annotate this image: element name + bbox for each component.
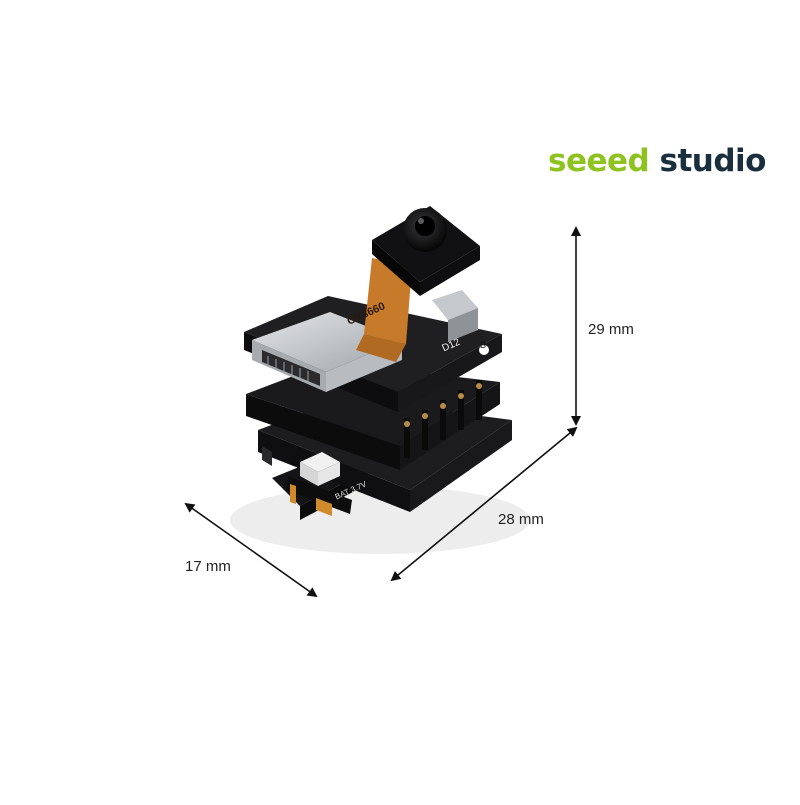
length-dimension-label: 28 mm (498, 511, 544, 528)
width-dimension-arrow (184, 502, 318, 598)
logo-word-studio: studio (649, 143, 767, 179)
top-module (244, 290, 502, 412)
pin-label-b: B (480, 340, 487, 350)
logo-word-seeed: seeed (548, 143, 650, 179)
seeed-studio-logo: seeed studio (548, 146, 766, 177)
battery-connector (300, 452, 340, 472)
length-dimension-arrow (390, 426, 578, 582)
camera-module (372, 206, 480, 296)
height-dimension-label: 29 mm (588, 321, 634, 338)
camera-flex-cable (364, 258, 412, 344)
width-dimension-label: 17 mm (185, 558, 231, 575)
usb-c-port (432, 290, 478, 320)
